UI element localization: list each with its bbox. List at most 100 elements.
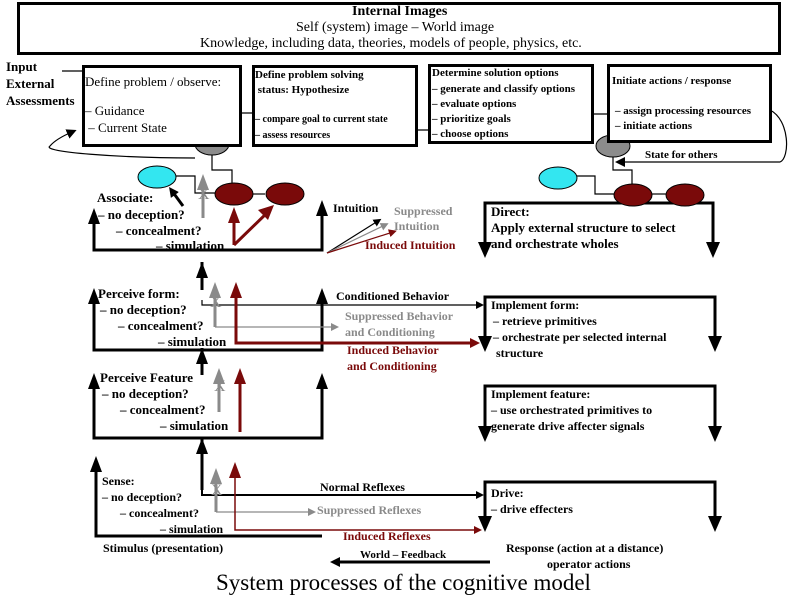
normal-reflexes-arrow [201, 490, 484, 499]
induced-reflexes-label: Induced Reflexes [343, 529, 431, 543]
induced-reflexes-arrow [234, 470, 482, 534]
initiate-actions-item-2: – initiate actions [615, 120, 692, 132]
response-label-2: operator actions [547, 557, 631, 571]
solution-options-title: Determine solution options [432, 67, 559, 79]
down-arrow-head [478, 426, 492, 442]
sense-item-3: – simulation [160, 522, 224, 536]
blocked-marker-associate: X [198, 186, 210, 203]
down-arrow-head [478, 336, 492, 352]
direct-title: Direct: [491, 204, 530, 219]
node-red-left-1 [214, 182, 254, 206]
solution-options-item-3: – prioritize goals [432, 113, 511, 125]
hypothesize-box [252, 65, 418, 147]
associate-title: Associate: [97, 190, 154, 205]
induced-behavior-arrow [234, 290, 480, 348]
implement-form-item-2: – orchestrate per selected internal [493, 330, 667, 344]
solution-options-item-1: – generate and classify options [432, 83, 575, 95]
implement-form-item-1: – retrieve primitives [493, 314, 597, 328]
suppressed-intuition-label-1: Suppressed [394, 204, 453, 218]
initiate-actions-item-1: – assign processing resources [615, 105, 751, 117]
up-arrow-head [316, 373, 328, 389]
node-cyan-left [137, 165, 177, 189]
initiate-actions-box [607, 64, 772, 143]
intuition-label: Intuition [333, 201, 379, 215]
associate-arrow [169, 186, 185, 207]
define-problem-title: Define problem / observe: [85, 74, 222, 89]
induced-behavior-label-2: and Conditioning [347, 359, 437, 373]
down-arrow-head [708, 336, 722, 352]
stimulus-label: Stimulus (presentation) [103, 541, 224, 555]
intuition-arrow [326, 218, 382, 254]
conditioned-behavior-arrow [201, 300, 484, 309]
internal-images-title: Internal Images [352, 4, 448, 19]
sense-item-1: – no deception? [102, 490, 183, 504]
drive-item-1: – drive effecters [491, 502, 573, 516]
up-arrow-head [316, 200, 328, 216]
internal-images-box [17, 2, 781, 55]
suppressed-behavior-label-2: and Conditioning [345, 325, 435, 339]
suppressed-intuition-arrow [326, 223, 389, 254]
up-arrow-head [88, 208, 100, 224]
up-arrow-head [88, 288, 100, 304]
implement-form-item-3: structure [493, 346, 544, 360]
direct-item-2: and orchestrate wholes [491, 236, 619, 251]
hypothesize-subtitle: status: Hypothesize [255, 84, 350, 96]
hypothesize-item-1: – compare goal to current state [255, 114, 388, 125]
solution-options-item-2: – evaluate options [432, 98, 517, 110]
node-cyan-right [538, 166, 578, 190]
internal-images-line2: Self (system) image – World image [296, 20, 495, 35]
response-label-1: Response (action at a distance) [506, 541, 664, 555]
define-problem-box [82, 65, 242, 147]
sense-item-2: – concealment? [120, 506, 199, 520]
node-red-right-1 [613, 183, 653, 207]
conditioned-behavior-label: Conditioned Behavior [336, 289, 450, 303]
state-for-others-label: State for others [645, 149, 718, 161]
induced-behavior-label-1: Induced Behavior [347, 343, 439, 357]
define-problem-item-1: – Guidance [85, 103, 145, 118]
associate-item-1: – no deception? [98, 207, 185, 222]
blocked-marker-form: X [210, 294, 222, 311]
perceive-feature-item-3: – simulation [160, 418, 229, 433]
input-label-3: Assessments [6, 93, 75, 108]
up-arrow-head [90, 456, 102, 472]
implement-form-title: Implement form: [491, 298, 580, 312]
diagram-caption: System processes of the cognitive model [216, 570, 591, 595]
perceive-feature-title: Perceive Feature [100, 370, 193, 385]
down-arrow-head [708, 516, 722, 532]
perceive-form-title: Perceive form: [98, 286, 180, 301]
state-for-others-curve [615, 109, 788, 167]
implement-feature-item-2: generate drive affecter signals [491, 419, 645, 433]
implement-feature-title: Implement feature: [491, 387, 591, 401]
down-arrow-head [478, 516, 492, 532]
associate-item-2: – concealment? [116, 223, 202, 238]
solution-options-box [428, 64, 594, 144]
down-arrow-head [478, 242, 492, 258]
sense-title: Sense: [102, 474, 135, 488]
perceive-feature-item-1: – no deception? [102, 386, 189, 401]
solution-options-item-4: – choose options [432, 128, 509, 140]
drive-title: Drive: [491, 486, 524, 500]
normal-reflexes-label: Normal Reflexes [320, 480, 405, 494]
node-red-right-2 [665, 183, 705, 207]
initiate-actions-title: Initiate actions / response [612, 75, 732, 87]
suppressed-reflexes-label: Suppressed Reflexes [317, 503, 422, 517]
up-arrow-head [316, 288, 328, 304]
define-problem-item-2: – Current State [85, 120, 167, 135]
up-arrow-head [88, 373, 100, 389]
implement-feature-item-1: – use orchestrated primitives to [491, 403, 653, 417]
input-label-2: External [6, 76, 55, 91]
induced-intuition-label: Induced Intuition [365, 238, 456, 252]
perceive-form-item-3: – simulation [158, 334, 227, 349]
world-feedback-label: World – Feedback [360, 549, 447, 561]
perceive-feature-item-2: – concealment? [120, 402, 206, 417]
arrowheads [88, 174, 722, 532]
perceive-form-item-1: – no deception? [100, 302, 187, 317]
blocked-marker-sense: X [211, 482, 223, 499]
node-red-left-2 [265, 182, 305, 206]
associate-item-3: – simulation [156, 238, 225, 253]
internal-images-line3: Knowledge, including data, theories, mod… [200, 36, 582, 51]
feedback-curve [48, 129, 196, 159]
suppressed-intuition-label-2: Intuition [394, 219, 440, 233]
down-arrow-head [708, 426, 722, 442]
